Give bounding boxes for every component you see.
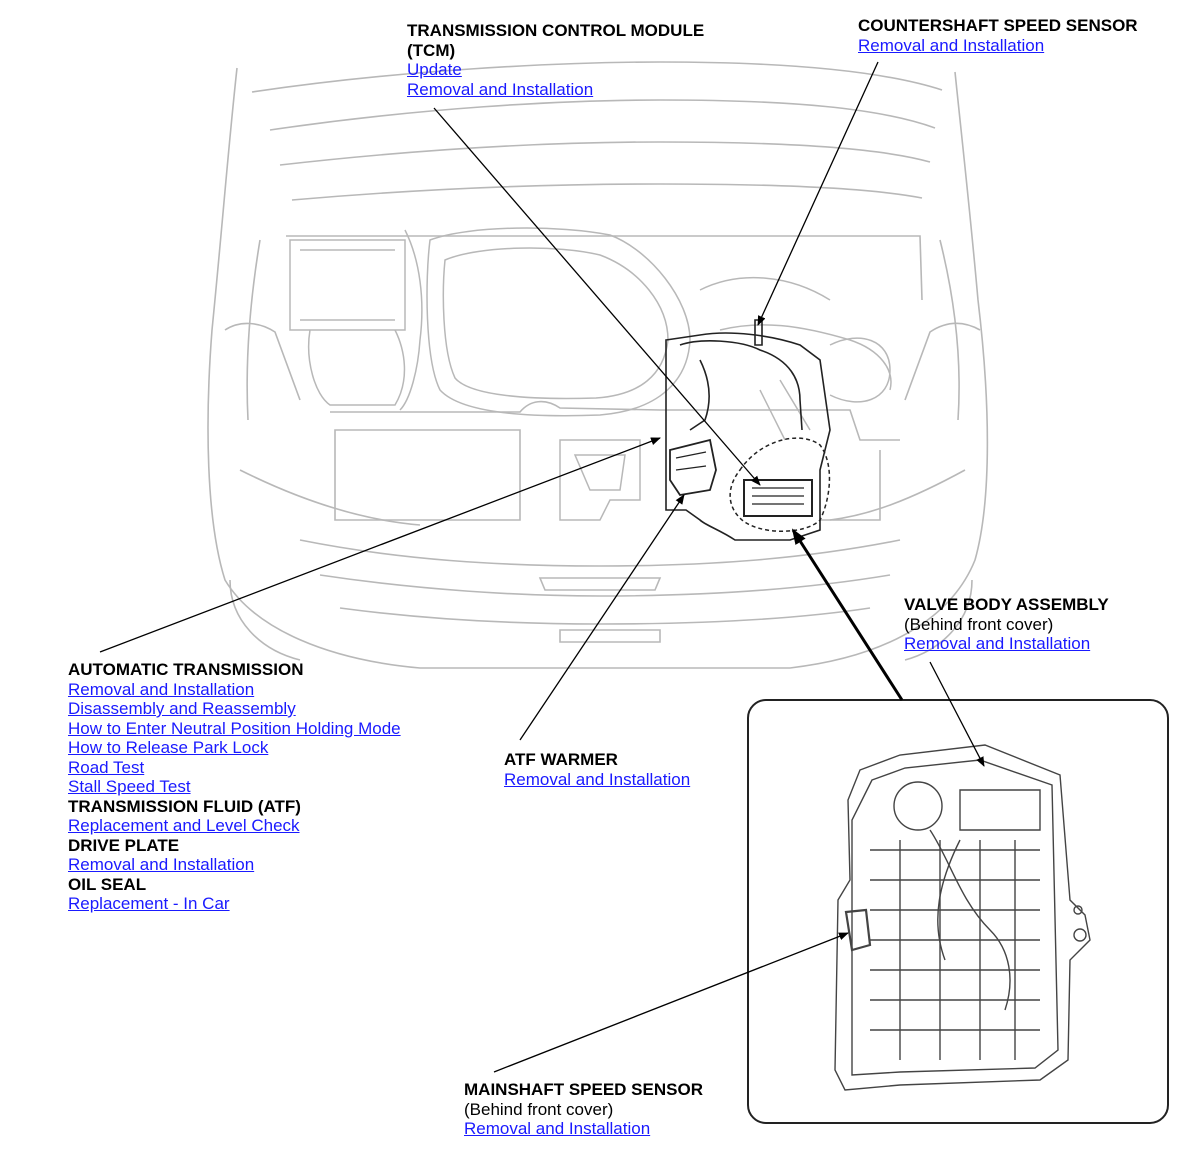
tcm-update-link[interactable]: Update: [407, 60, 462, 79]
automatic-transmission-callout: AUTOMATIC TRANSMISSION Removal and Insta…: [68, 660, 401, 914]
oil-seal-replacement-link[interactable]: Replacement - In Car: [68, 894, 230, 913]
tcm-removal-link[interactable]: Removal and Installation: [407, 79, 594, 99]
tcm-callout: TRANSMISSION CONTROL MODULE (TCM) Update…: [407, 21, 704, 99]
oil-seal-title: OIL SEAL: [68, 874, 147, 894]
mainshaft-leader: [493, 932, 849, 1073]
atf-replacement-link[interactable]: Replacement and Level Check: [68, 816, 300, 835]
countershaft-leader: [757, 61, 879, 326]
atf-title: TRANSMISSION FLUID (ATF): [68, 796, 301, 816]
valve-body-leader: [929, 661, 985, 767]
at-neutral-hold-link[interactable]: How to Enter Neutral Position Holding Mo…: [68, 718, 401, 738]
countershaft-title: COUNTERSHAFT SPEED SENSOR: [858, 16, 1138, 35]
valve-body-callout: VALVE BODY ASSEMBLY (Behind front cover)…: [904, 595, 1109, 654]
at-disassembly-link[interactable]: Disassembly and Reassembly: [68, 699, 296, 718]
engine-components: [289, 227, 892, 521]
countershaft-callout: COUNTERSHAFT SPEED SENSOR Removal and In…: [858, 16, 1138, 55]
drive-plate-removal-link[interactable]: Removal and Installation: [68, 855, 255, 874]
at-title: AUTOMATIC TRANSMISSION: [68, 660, 304, 679]
leader-lines: [99, 61, 985, 1073]
mainshaft-title: MAINSHAFT SPEED SENSOR: [464, 1080, 703, 1099]
valve-body-title: VALVE BODY ASSEMBLY: [904, 595, 1109, 614]
mainshaft-callout: MAINSHAFT SPEED SENSOR (Behind front cov…: [464, 1080, 703, 1139]
at-leader: [99, 437, 661, 653]
at-road-test-link[interactable]: Road Test: [68, 757, 145, 777]
car-body-outline: [207, 61, 989, 669]
mainshaft-removal-link[interactable]: Removal and Installation: [464, 1119, 651, 1138]
mainshaft-note: (Behind front cover): [464, 1099, 614, 1119]
valve-body-drawing: [834, 744, 1091, 1091]
valve-body-note: (Behind front cover): [904, 614, 1054, 634]
transmission-unit: [665, 319, 831, 541]
drive-plate-title: DRIVE PLATE: [68, 835, 180, 855]
atf-warmer-leader: [519, 494, 685, 741]
countershaft-removal-link[interactable]: Removal and Installation: [858, 35, 1045, 55]
at-removal-link[interactable]: Removal and Installation: [68, 679, 255, 699]
tcm-title-abbr: (TCM): [407, 40, 456, 60]
inset-frame: [747, 699, 1169, 1124]
at-park-lock-link[interactable]: How to Release Park Lock: [68, 738, 269, 757]
tcm-title: TRANSMISSION CONTROL MODULE: [407, 21, 705, 40]
at-stall-test-link[interactable]: Stall Speed Test: [68, 777, 191, 796]
atf-warmer-removal-link[interactable]: Removal and Installation: [504, 769, 691, 789]
valve-body-inset-pointer: [791, 528, 904, 701]
atf-warmer-callout: ATF WARMER Removal and Installation: [504, 750, 690, 789]
tcm-leader: [433, 107, 761, 486]
atf-warmer-title: ATF WARMER: [504, 750, 618, 769]
valve-body-removal-link[interactable]: Removal and Installation: [904, 634, 1091, 653]
